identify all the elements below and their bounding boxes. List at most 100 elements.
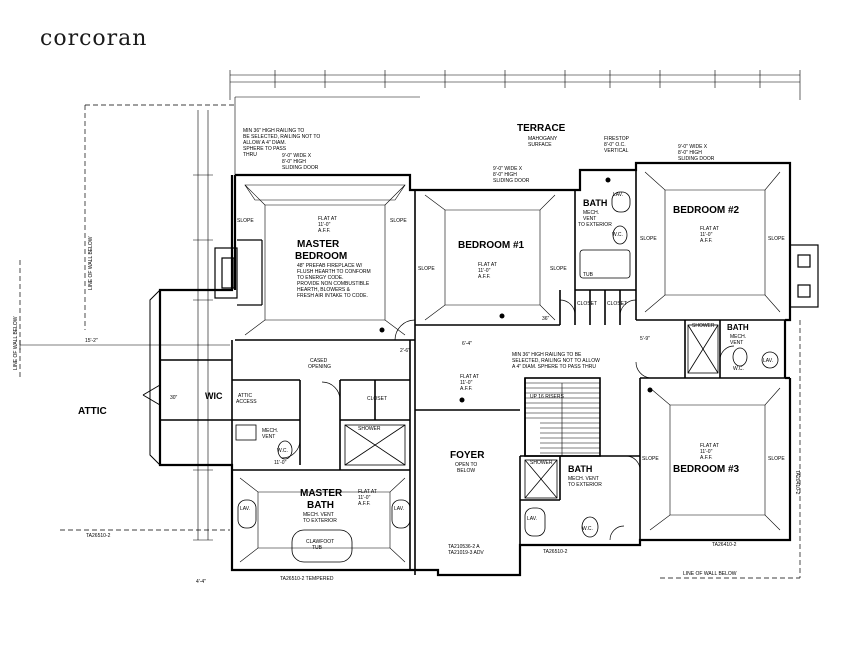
window-d: TA20410-2	[794, 470, 800, 495]
sliding-2b: 8'-0" HIGH	[493, 172, 517, 178]
hall-flat-3: A.F.F.	[460, 386, 473, 392]
lav-upper: LAV.	[613, 192, 623, 198]
dim-door: 2'-6"	[400, 348, 410, 354]
firestop-3: VERTICAL	[604, 148, 629, 154]
wic-label: WIC	[205, 391, 223, 401]
bedroom1-label: BEDROOM #1	[458, 240, 525, 251]
lav-right: LAV.	[763, 358, 773, 364]
master-bath-label-1: MASTER	[300, 488, 343, 499]
fireplace-5: HEARTH, BLOWERS &	[297, 287, 351, 293]
stair-treads	[525, 382, 600, 456]
interior-walls	[160, 170, 785, 575]
slope-mbr-left: SLOPE	[237, 218, 254, 224]
fireplace-2: FLUSH HEARTH TO CONFORM	[297, 269, 371, 275]
lav-mbath-right: LAV.	[394, 506, 404, 512]
line-wall-below-bottom: LINE OF WALL BELOW	[683, 571, 737, 577]
lav-mbath-left: LAV.	[240, 506, 250, 512]
master-bath-mech-1: MECH. VENT	[303, 512, 334, 518]
detector-dots	[379, 177, 653, 403]
mbath-flat-2: 11'-0"	[358, 495, 371, 501]
mbath-flat-3: A.F.F.	[358, 501, 371, 507]
br1-flat-1: FLAT AT	[478, 262, 497, 268]
br2-flat-1: FLAT AT	[700, 226, 719, 232]
fireplace-6: FRESH AIR INTAKE TO CODE.	[297, 293, 368, 299]
mbr-flat-2: 11'-0"	[318, 222, 331, 228]
window-e: TA210536-2 A	[448, 544, 480, 550]
bedroom3-label: BEDROOM #3	[673, 464, 740, 475]
dim-wic: 30"	[170, 395, 178, 401]
foyer-label: FOYER	[450, 450, 485, 461]
br2-flat-2: 11'-0"	[700, 232, 713, 238]
long-dim-line	[19, 340, 230, 350]
tub-upper: TUB	[583, 272, 594, 278]
master-bedroom-label-2: BEDROOM	[295, 251, 347, 262]
terrace-label: TERRACE	[517, 123, 566, 134]
slope-br2-left: SLOPE	[640, 236, 657, 242]
fireplace-3: TO ENERGY CODE.	[297, 275, 344, 281]
dim-closet: 11'-0"	[274, 460, 287, 466]
line-wall-below-left: LINE OF WALL BELOW	[88, 236, 94, 290]
railing-mid-3: A 4" DIAM. SPHERE TO PASS THRU	[512, 364, 596, 370]
hall-flat-2: 11'-0"	[460, 380, 473, 386]
clawfoot-2: TUB	[312, 545, 323, 551]
left-dimension-lines	[193, 110, 213, 541]
attic-access-1: ATTIC	[238, 393, 252, 399]
master-bedroom-label-1: MASTER	[297, 239, 340, 250]
shower-master: SHOWER	[358, 426, 381, 432]
stair-note: UP 16 RISERS	[530, 394, 564, 400]
wc-mbath: W.C.	[277, 448, 288, 454]
attic-access-2: ACCESS	[236, 399, 257, 405]
slope-br1-left: SLOPE	[418, 266, 435, 272]
attic-knee-walls	[142, 289, 161, 466]
window-b: TA26510-2	[86, 533, 111, 539]
mbath-flat-1: FLAT AT	[358, 489, 377, 495]
bath-right-label: BATH	[727, 323, 749, 332]
br1-flat-3: A.F.F.	[478, 274, 491, 280]
master-bath-mech-2: TO EXTERIOR	[303, 518, 337, 524]
ceiling-hips	[239, 171, 781, 563]
master-bath-label-2: BATH	[307, 500, 334, 511]
bath-upper-mech-2: VENT	[583, 216, 596, 222]
railing-mid-1: MIN 36" HIGH RAILING TO BE	[512, 352, 582, 358]
railing-top-4: SPHERE TO PASS	[243, 146, 287, 152]
slope-br3-right: SLOPE	[768, 456, 785, 462]
closet-3: CLOSET	[607, 301, 627, 307]
exterior-walls	[158, 161, 792, 577]
br3-flat-3: A.F.F.	[700, 455, 713, 461]
mbr-flat-3: A.F.F.	[318, 228, 331, 234]
shower-right: SHOWER	[692, 323, 715, 329]
railing-top-2: BE SELECTED, RAILING NOT TO	[243, 134, 320, 140]
railing-top-3: ALLOW A 4" DIAM.	[243, 140, 286, 146]
wc-upper: W.C.	[612, 232, 623, 238]
foyer-note-1: OPEN TO	[455, 462, 477, 468]
terrace-note-2: SURFACE	[528, 142, 552, 148]
dim-bottom: 4'-4"	[196, 579, 206, 585]
attic-label: ATTIC	[78, 406, 107, 417]
sliding-1c: SLIDING DOOR	[282, 165, 319, 171]
door-swings	[281, 299, 735, 541]
wc-right: W.C.	[733, 366, 744, 372]
br1-flat-2: 11'-0"	[478, 268, 491, 274]
top-dimension-lines	[229, 70, 801, 175]
line-wall-below-far-left: LINE OF WALL BELOW	[13, 316, 19, 370]
bath-lower-mech-2: TO EXTERIOR	[568, 482, 602, 488]
window-c: TA26410-2	[712, 542, 737, 548]
br2-flat-3: A.F.F.	[700, 238, 713, 244]
lav-lower: LAV.	[527, 516, 537, 522]
slope-mbr-right: SLOPE	[390, 218, 407, 224]
sliding-2c: SLIDING DOOR	[493, 178, 530, 184]
dim-br1: 36"	[542, 316, 550, 322]
slope-br3-left: SLOPE	[642, 456, 659, 462]
wc-lower: W.C.	[582, 526, 593, 532]
plumbing-fixtures	[235, 191, 779, 563]
clawfoot-1: CLAWFOOT	[306, 539, 334, 545]
sliding-2a: 9'-0" WIDE X	[493, 166, 523, 172]
bath-upper-mech-3: TO EXTERIOR	[578, 222, 612, 228]
br3-flat-1: FLAT AT	[700, 443, 719, 449]
window-f: TA21019-3 ADV	[448, 550, 484, 556]
sliding-3b: 8'-0" HIGH	[678, 150, 702, 156]
firestop-2: 8'-0" O.C.	[604, 142, 626, 148]
brand-logo: corcoran	[40, 26, 148, 51]
foyer-note-2: BELOW	[457, 468, 475, 474]
terrace-note-1: MAHOGANY	[528, 136, 558, 142]
